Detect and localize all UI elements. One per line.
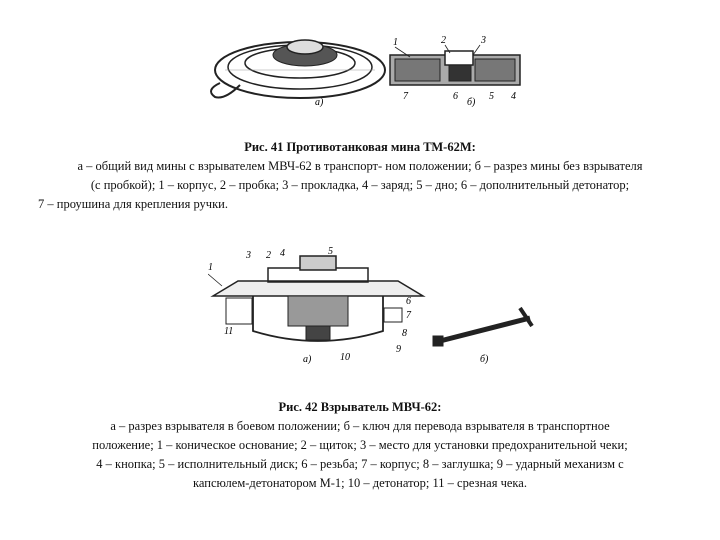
callout-4: 4 — [280, 248, 285, 259]
subfigure-label-b: б) — [480, 354, 489, 364]
callout-1: 1 — [393, 37, 398, 48]
callout-9: 9 — [396, 344, 401, 355]
callout-3: 3 — [245, 250, 251, 261]
figure-42-caption-line: капсюлем-детонатором М-1; 10 – детонатор… — [193, 476, 527, 490]
figure-41-illustration: 1 2 3 7 6 5 4 а) б) — [205, 25, 530, 107]
callout-5: 5 — [328, 246, 333, 257]
subfigure-label-b: б) — [467, 97, 476, 107]
callout-8: 8 — [402, 328, 407, 339]
callout-7: 7 — [406, 310, 412, 321]
figure-41-caption-line: 7 – проушина для крепления ручки. — [38, 197, 228, 211]
subfigure-label-a: а) — [303, 354, 312, 364]
callout-7: 7 — [403, 91, 409, 102]
subfigure-label-a: а) — [315, 97, 324, 107]
figure-42-caption: Рис. 42 Взрыватель МВЧ-62: а – разрез вз… — [0, 398, 720, 493]
callout-11: 11 — [224, 326, 233, 337]
callout-6: 6 — [406, 296, 411, 307]
callout-6: 6 — [453, 91, 458, 102]
figure-41-title: Рис. 41 Противотанковая мина ТМ-62М: — [244, 140, 476, 154]
key-tool-view — [432, 306, 534, 347]
fuze-section-view — [208, 255, 426, 342]
figure-42-illustration: 1 2 3 4 5 6 7 8 9 10 11 а) б) — [208, 246, 538, 364]
figure-42-caption-line: положение; 1 – коническое основание; 2 –… — [92, 438, 628, 452]
mine-general-view — [210, 39, 386, 99]
callout-2: 2 — [266, 250, 271, 261]
figure-42-title: Рис. 42 Взрыватель МВЧ-62: — [278, 400, 442, 414]
callout-10: 10 — [340, 352, 350, 363]
figure-42-caption-line: а – разрез взрывателя в боевом положении… — [110, 419, 610, 433]
callout-5: 5 — [489, 91, 494, 102]
callout-2: 2 — [441, 35, 446, 46]
figure-41-caption: Рис. 41 Противотанковая мина ТМ-62М: а –… — [0, 138, 720, 214]
figure-42-caption-line: 4 – кнопка; 5 – исполнительный диск; 6 –… — [96, 457, 624, 471]
mine-section-view — [389, 44, 521, 86]
callout-1: 1 — [208, 262, 213, 273]
figure-41-caption-line: (с пробкой); 1 – корпус, 2 – пробка; 3 –… — [90, 178, 630, 192]
callout-3: 3 — [480, 35, 486, 46]
figure-41-caption-line: а – общий вид мины с взрывателем МВЧ-62 … — [77, 159, 643, 173]
callout-4: 4 — [511, 91, 516, 102]
